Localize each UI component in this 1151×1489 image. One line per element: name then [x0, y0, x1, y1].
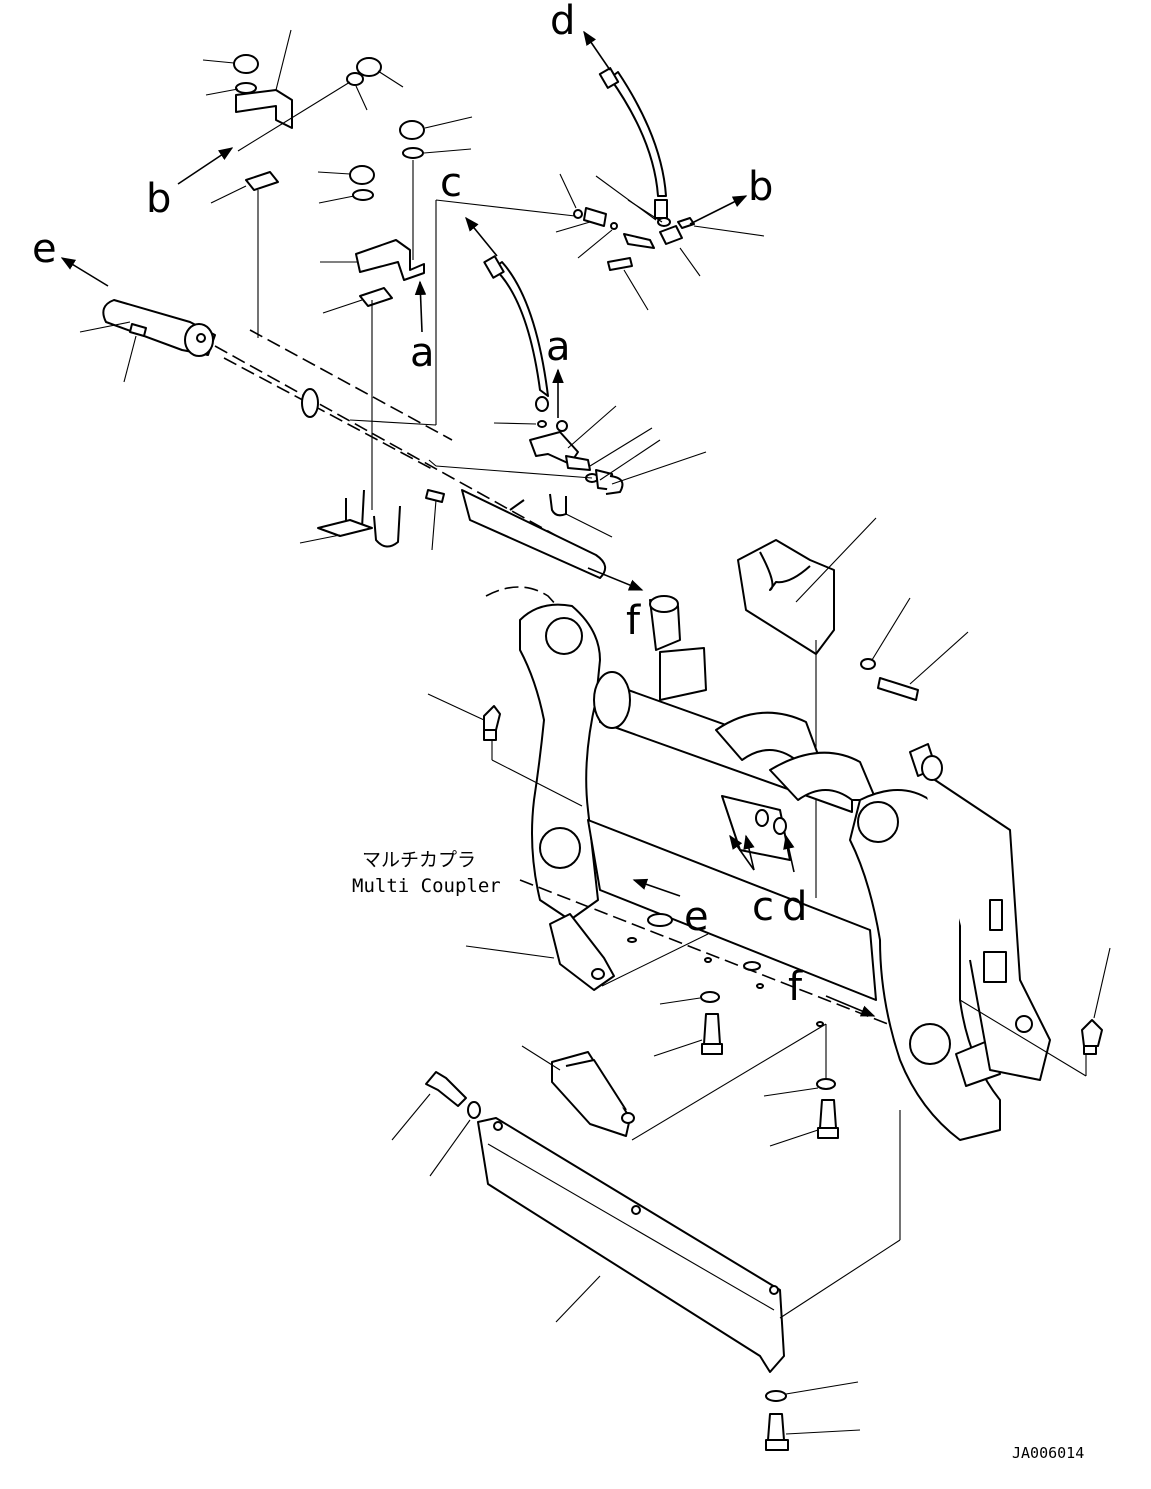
multi-coupler-frame — [485, 586, 1051, 1141]
arrow-e-top — [60, 257, 109, 287]
arrow-a-left — [414, 280, 427, 333]
drawing-code: JA006014 — [1012, 1444, 1084, 1462]
lower-bracket-middle — [521, 1023, 839, 1147]
bottom-guard-plate — [391, 1071, 901, 1451]
arrow-b-left — [177, 147, 234, 185]
middle-bracket-assembly — [317, 116, 473, 510]
label-e-1: e — [32, 226, 57, 272]
label-f-1: f — [626, 598, 641, 644]
label-b-1: b — [146, 176, 171, 222]
label-e-2: e — [684, 894, 709, 940]
label-d-1: d — [550, 0, 575, 44]
label-f-2: f — [788, 964, 803, 1010]
lower-bracket-left — [465, 913, 723, 1057]
arrow-f-top — [587, 567, 644, 591]
coupler-cover — [737, 517, 969, 898]
arrow-f-bottom — [825, 995, 876, 1017]
arrow-e-bottom — [632, 878, 681, 897]
label-c-1: c — [440, 160, 462, 206]
label-c-2: c — [752, 884, 774, 930]
grease-fitting-right — [959, 947, 1111, 1077]
coupling-pin — [79, 299, 607, 579]
label-b-2: b — [748, 164, 773, 210]
hydraulic-hose-d — [583, 30, 765, 311]
label-d-2: d — [782, 884, 807, 930]
caption-english: Multi Coupler — [352, 875, 501, 897]
u-bolt-clamps — [299, 489, 401, 548]
hydraulic-hose-c — [349, 173, 707, 538]
label-a-1: a — [410, 330, 435, 376]
caption-japanese: マルチカプラ — [362, 849, 476, 871]
grease-fitting-left — [427, 693, 583, 807]
label-a-2: a — [546, 324, 571, 370]
upper-bracket-assembly — [202, 29, 404, 338]
